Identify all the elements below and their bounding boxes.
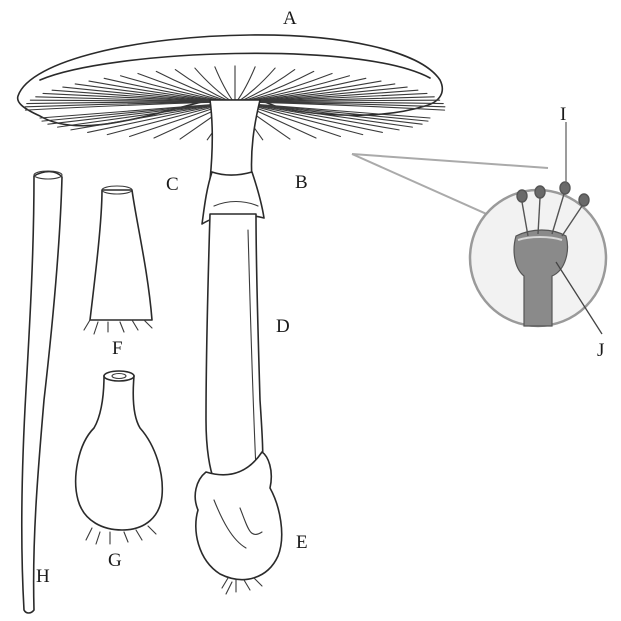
label-e: E <box>296 532 308 553</box>
label-a: A <box>283 8 297 29</box>
young-stage-g-illustration <box>76 371 163 544</box>
label-f: F <box>112 338 123 359</box>
label-c: C <box>166 174 179 195</box>
label-g: G <box>108 550 122 571</box>
label-b: B <box>295 172 308 193</box>
magnified-basidium <box>470 122 606 334</box>
label-j: J <box>597 340 604 361</box>
stipe-illustration <box>195 100 282 594</box>
filament-illustration <box>22 171 62 613</box>
young-stage-f-illustration <box>84 186 152 334</box>
label-h: H <box>36 566 50 587</box>
label-i: I <box>560 104 566 125</box>
label-d: D <box>276 316 290 337</box>
